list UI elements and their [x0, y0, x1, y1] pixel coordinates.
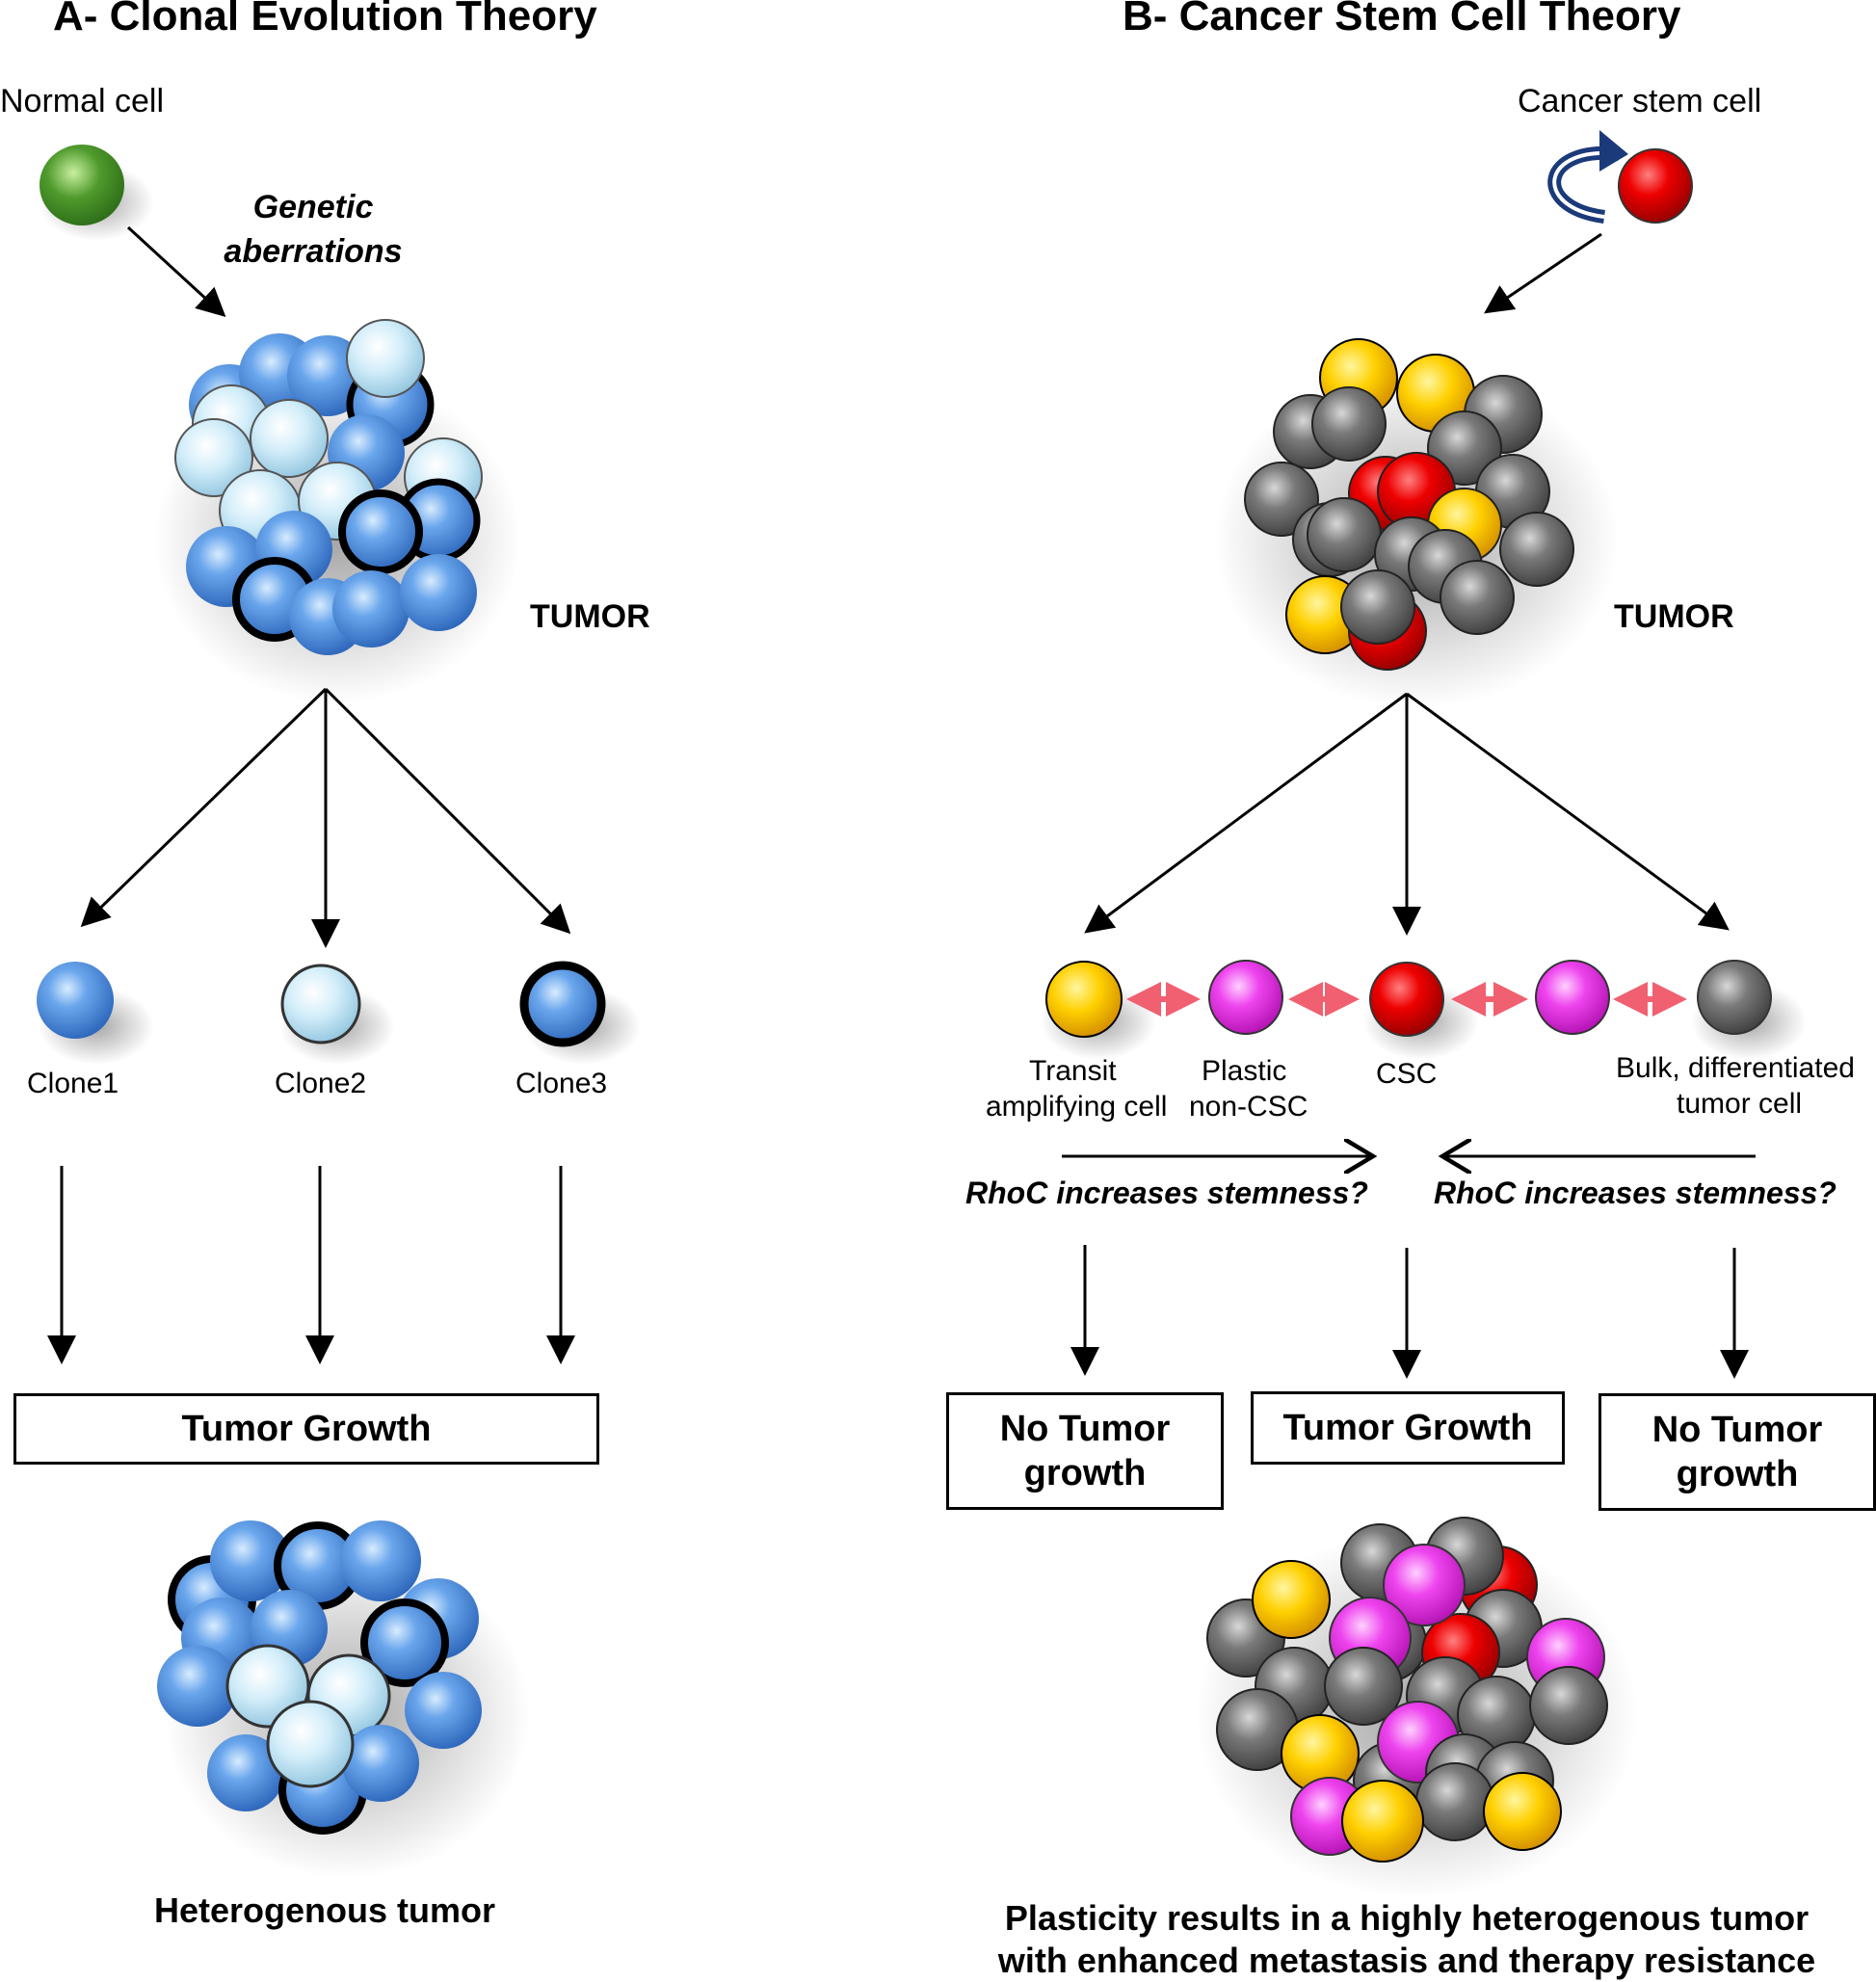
tumor-growth-box-b: Tumor Growth	[1251, 1391, 1565, 1465]
heterogenous-tumor-a	[157, 1520, 530, 1879]
rhoc-left-label: RhoC increases stemness?	[965, 1176, 1368, 1210]
heterogenous-tumor-b	[1195, 1517, 1638, 1898]
clone3-label: Clone3	[515, 1068, 608, 1099]
tumor-growth-box-b-label: Tumor Growth	[1282, 1408, 1533, 1448]
panel-b-title: B- Cancer Stem Cell Theory	[1123, 0, 1681, 40]
arrow-tumor-to-clone1	[80, 687, 328, 928]
arrow-tumor-to-clone3	[324, 687, 571, 935]
panel-a-title: A- Clonal Evolution Theory	[53, 0, 597, 40]
tumor-growth-box-a: Tumor Growth	[13, 1393, 599, 1465]
bulk-label-line1: Bulk, differentiated	[1616, 1052, 1855, 1084]
panel-a	[37, 145, 641, 1879]
tumor-growth-box-a-label: Tumor Growth	[181, 1409, 432, 1449]
bulk-label-line2: tumor cell	[1677, 1088, 1803, 1120]
plastic-non-csc-cell	[1208, 960, 1283, 1035]
result-b-line2: with enhanced metastasis and therapy res…	[997, 1941, 1816, 1980]
genetic-aberrations-label-line2: aberrations	[224, 233, 403, 270]
no-tumor-growth-left-line2: growth	[1023, 1453, 1147, 1493]
clone3-cell	[519, 961, 606, 1047]
arrow-tumor-to-transit	[1084, 692, 1408, 934]
panel-b	[1041, 130, 1807, 1898]
no-tumor-growth-box-left: No Tumor growth	[946, 1392, 1224, 1510]
plastic-label-line2: non-CSC	[1189, 1091, 1308, 1123]
genetic-aberrations-label-line1: Genetic	[252, 189, 374, 225]
clone1-label: Clone1	[27, 1068, 119, 1099]
csc-cell	[1369, 962, 1444, 1037]
self-renewal-arrow-inner	[1552, 150, 1620, 219]
plastic-label-line1: Plastic	[1202, 1055, 1287, 1087]
arrow-csc-to-tumor	[1484, 232, 1602, 314]
tumor-b-cluster	[1214, 338, 1619, 708]
result-b-line1: Plasticity results in a highly heterogen…	[1004, 1898, 1810, 1938]
arrow-normal-to-tumor	[126, 225, 226, 318]
no-tumor-growth-left-line1: No Tumor	[999, 1409, 1171, 1449]
arrow-tumor-to-bulk	[1406, 692, 1730, 931]
cancer-stem-cell	[1618, 148, 1693, 224]
bulk-differentiated-cell	[1697, 960, 1772, 1035]
transit-label-line1: Transit	[1029, 1055, 1117, 1087]
no-tumor-growth-box-right: No Tumor growth	[1599, 1393, 1876, 1511]
tumor-a-label: TUMOR	[530, 598, 650, 635]
clone1-cell	[37, 962, 114, 1039]
transit-amplifying-cell	[1045, 961, 1123, 1038]
transit-label-line2: amplifying cell	[986, 1091, 1168, 1123]
normal-cell-label: Normal cell	[0, 83, 165, 119]
plastic-non-csc-cell-2	[1535, 960, 1610, 1035]
no-tumor-growth-right-line2: growth	[1676, 1454, 1799, 1494]
no-tumor-growth-right-line1: No Tumor	[1651, 1410, 1823, 1450]
normal-cell	[40, 145, 124, 225]
tumor-a-cluster	[154, 319, 520, 703]
clone2-cell	[280, 964, 361, 1044]
self-renewal-arrowhead	[1599, 130, 1628, 172]
cancer-stem-cell-label: Cancer stem cell	[1518, 83, 1762, 119]
rhoc-right-label: RhoC increases stemness?	[1434, 1176, 1836, 1210]
clone2-label: Clone2	[275, 1068, 367, 1099]
heterogenous-tumor-label: Heterogenous tumor	[154, 1890, 496, 1930]
csc-label: CSC	[1376, 1058, 1438, 1090]
tumor-b-label: TUMOR	[1614, 598, 1734, 635]
